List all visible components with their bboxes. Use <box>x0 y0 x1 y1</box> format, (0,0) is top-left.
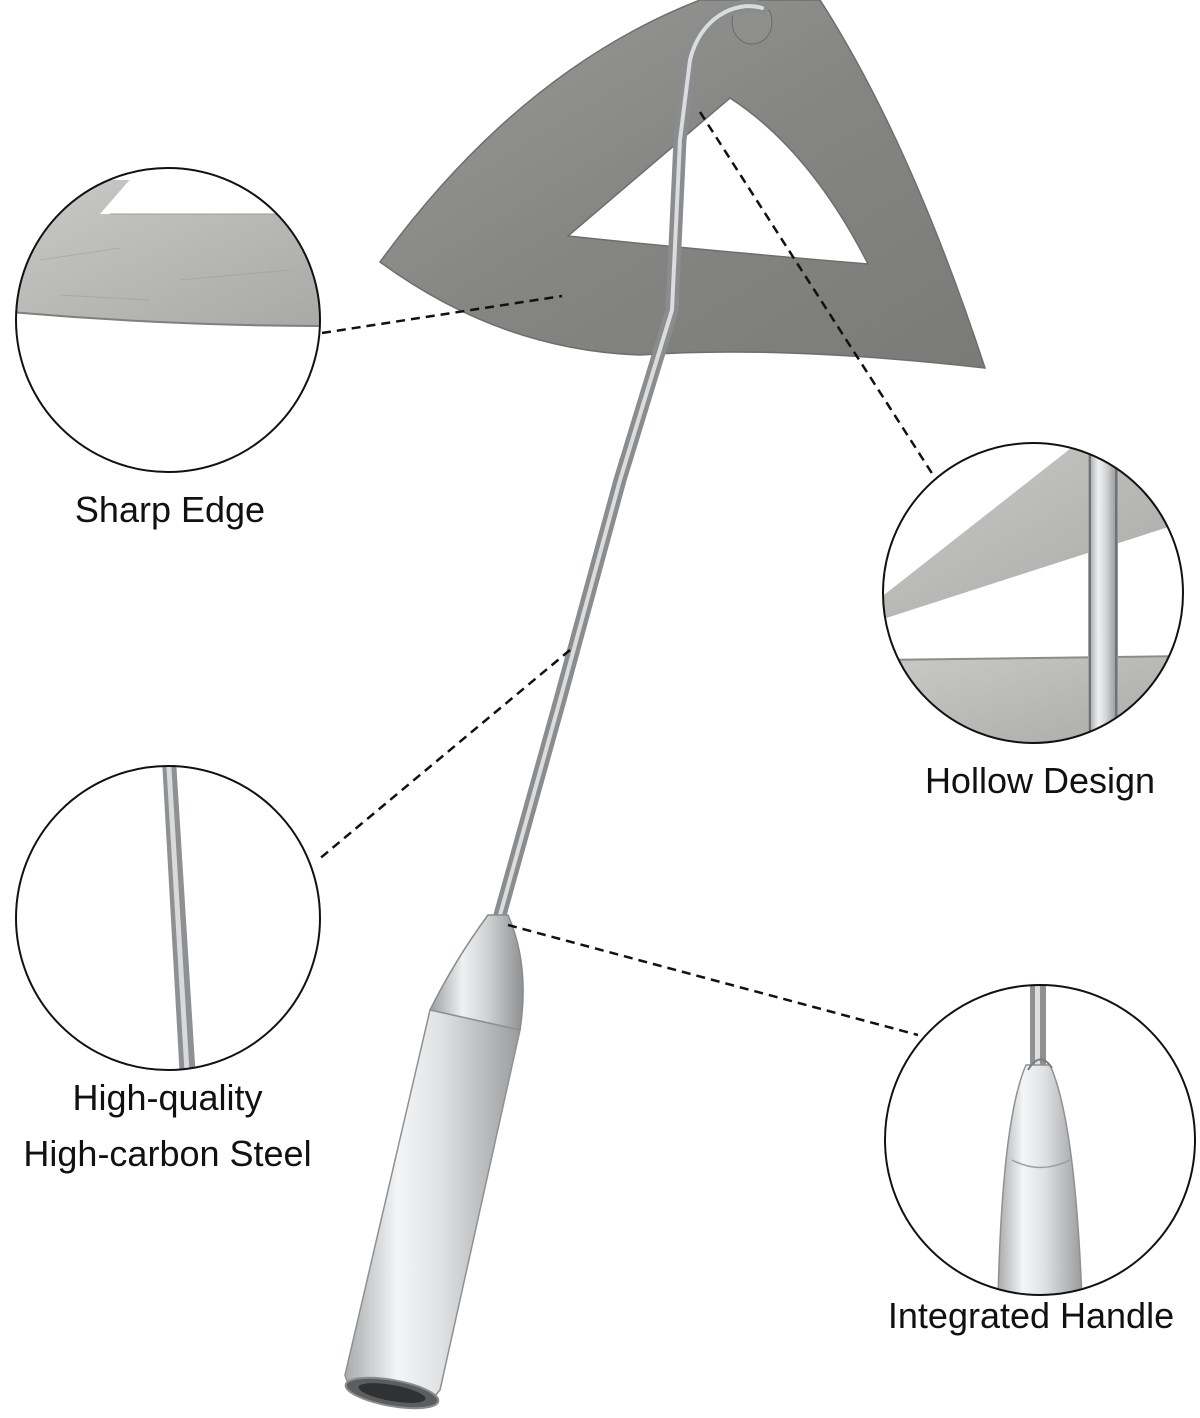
label-high-carbon-steel: High-quality High-carbon Steel <box>0 1070 335 1182</box>
label-steel-line-2: High-carbon Steel <box>23 1133 312 1174</box>
zoom-circle-sharp-edge <box>15 167 321 473</box>
zoom-circle-hollow-design <box>882 442 1184 744</box>
zoom-circle-integrated-handle <box>884 984 1196 1296</box>
label-integrated-handle: Integrated Handle <box>887 1295 1175 1336</box>
label-sharp-edge: Sharp Edge <box>74 489 266 530</box>
label-hollow-design: Hollow Design <box>924 760 1156 801</box>
leader-lines <box>317 111 937 1037</box>
zoom-circle-steel <box>15 765 321 1071</box>
hoe-handle <box>344 1009 521 1407</box>
hoe-blade <box>378 0 987 369</box>
label-steel-line-1: High-quality <box>72 1077 263 1118</box>
